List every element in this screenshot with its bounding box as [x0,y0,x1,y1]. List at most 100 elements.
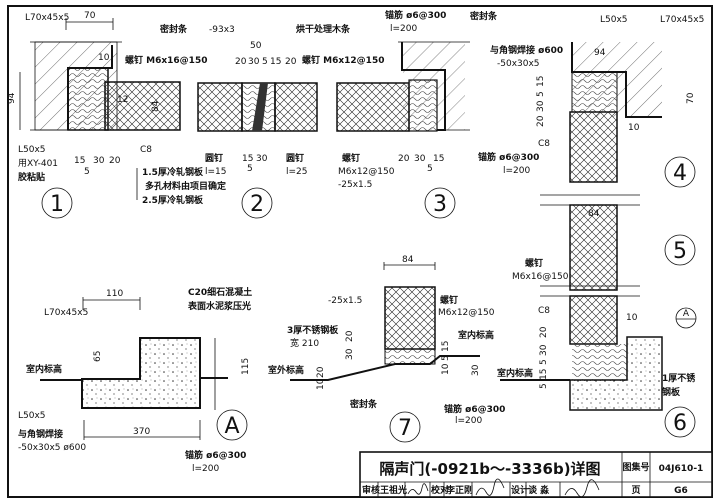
annotation-label: 页 [631,485,640,496]
annotation-label: -93x3 [209,25,235,35]
annotation-label: 50 [250,41,262,51]
annotation-label: 115 [241,358,251,375]
annotation-label: 密封条 [469,10,498,22]
annotation-label: l=200 [192,464,219,474]
annotation-label: 10 [441,363,451,375]
detail-7: 84 -25x1.5 螺钉 M6x12@150 3厚不锈钢板 宽 210 室外标… [268,255,505,443]
annotation-label: 370 [133,427,150,437]
annotation-label: 室内标高 [26,363,62,375]
annotation-label: 烘干处理木条 [296,23,351,35]
annotation-label: 15 [441,341,451,352]
annotation-label: 锚筋 ø6@300 [385,9,446,21]
annotation-label: 10 [626,313,638,323]
annotation-label: 圆钉 [205,152,223,164]
annotation-label: 15 [242,154,253,164]
annotation-label: 30 [345,348,355,360]
annotation-label: 65 [93,351,103,362]
annotation-label: 30 [536,100,546,112]
annotation-label: 70 [686,92,696,104]
page-number: G6 [674,486,688,496]
annotation-label: L50x5 [600,15,628,25]
annotation-label: 70 [84,11,96,21]
annotation-label: 审核 [362,484,380,496]
annotation-label: 30 [248,57,260,67]
annotation-label: 1.5厚冷轧钢板 [142,166,204,178]
annotation-label: 圆钉 [286,152,304,164]
annotation-label: M6x16@150 [512,272,569,282]
annotation-label: 30 [471,364,481,376]
annotation-label: 84 [151,100,161,112]
annotation-label: l=200 [390,24,417,34]
detail-2: 密封条 -93x3 50 20 30 5 15 20 烘干处理木条 螺钉 M6x… [125,23,384,219]
annotation-label: C8 [538,139,550,149]
annotation-label: 84 [588,209,600,219]
annotation-label: 室内标高 [497,367,533,379]
annotation-label: 15 [539,369,549,380]
annotation-label: 94 [594,48,606,58]
annotation-label: 3厚不锈钢板 [287,324,339,336]
annotation-label: 94 [7,92,17,104]
annotation-label: l=200 [503,166,530,176]
annotation-label: 20 [539,326,549,338]
annotation-label: 20 [109,156,121,166]
annotation-label: 宽 210 [290,337,319,349]
annotation-label: 12 [117,95,128,105]
annotation-label: -50x30x5 [497,59,540,69]
annotation-label: -25x1.5 [328,296,362,306]
annotation-label: 20 [316,366,326,378]
annotation-label: 10 [316,378,326,390]
annotation-label: 多孔材料由项目确定 [145,180,227,192]
annotation-label: 5 [262,57,268,67]
annotation-label: M6x12@150 [438,308,495,318]
annotation-label: 胶粘贴 [18,171,45,183]
annotation-label: 螺钉 M6x12@150 [302,54,384,66]
annotation-label: 20 [285,57,297,67]
annotation-label: 螺钉 [525,257,543,269]
annotation-label: C8 [140,145,152,155]
annotation-label: C8 [538,306,550,316]
annotation-label: 校对 [431,484,449,496]
annotation-label: 与角钢焊接 ø600 [490,44,563,56]
annotation-label: 5 [539,359,549,365]
annotation-label: 王祖光 [380,484,407,496]
drawing-title: 隔声门(-0921b～-3336b)详图 [379,460,600,478]
annotation-label: 20 [345,330,355,342]
annotation-label: 螺钉 M6x16@150 [125,54,207,66]
annotation-label: 10 [628,123,640,133]
annotation-label: 20 [398,154,410,164]
atlas-number: 04J610-1 [659,464,704,474]
annotation-label: 30 [414,154,426,164]
annotation-label: C20细石混凝土 [188,286,252,298]
annotation-label: L70x45x5 [25,13,69,23]
detail-a: 110 L70x45x5 C20细石混凝土 表面水泥浆压光 室内标高 65 11… [18,286,252,474]
annotation-label: 李正刚 [445,484,473,496]
annotation-label: 20 [536,115,546,127]
annotation-label: 锚筋 ø6@300 [478,151,539,163]
detail-index-5: 5 [673,239,687,264]
detail-index-6: 6 [673,411,687,436]
annotation-label: 5 [427,164,433,174]
annotation-label: -25x1.5 [338,180,372,190]
annotation-label: 室外标高 [268,364,304,376]
annotation-label: 5 [539,383,549,389]
annotation-label: 30 [539,344,549,356]
annotation-label: A [683,309,690,319]
detail-6: C8 10 室内标高 20 30 5 15 5 A 1厚不锈 钢板 6 [497,295,697,438]
detail-index-1: 1 [50,192,64,217]
title-block: 隔声门(-0921b～-3336b)详图 图集号 04J610-1 审核 王祖光… [359,451,713,498]
annotation-label: 设计 [511,484,529,496]
detail-1: L70x45x5 70 94 10 12 84 L50x5 用XY-401 胶粘… [7,11,227,219]
annotation-label: 30 [93,156,105,166]
annotation-label: l=200 [455,416,482,426]
annotation-label: 5 [247,164,253,174]
annotation-label: 螺钉 [440,294,458,306]
annotation-label: 84 [402,255,414,265]
annotation-label: 5 [84,167,90,177]
annotation-label: 锚筋 ø6@300 [444,403,505,415]
detail-4: L50x5 L70x45x5 94 与角钢焊接 ø600 -50x30x5 70… [478,15,704,206]
annotation-label: 110 [106,289,123,299]
annotation-label: 15 [536,76,546,87]
annotation-label: 5 [536,91,546,97]
detail-index-3: 3 [433,192,447,217]
